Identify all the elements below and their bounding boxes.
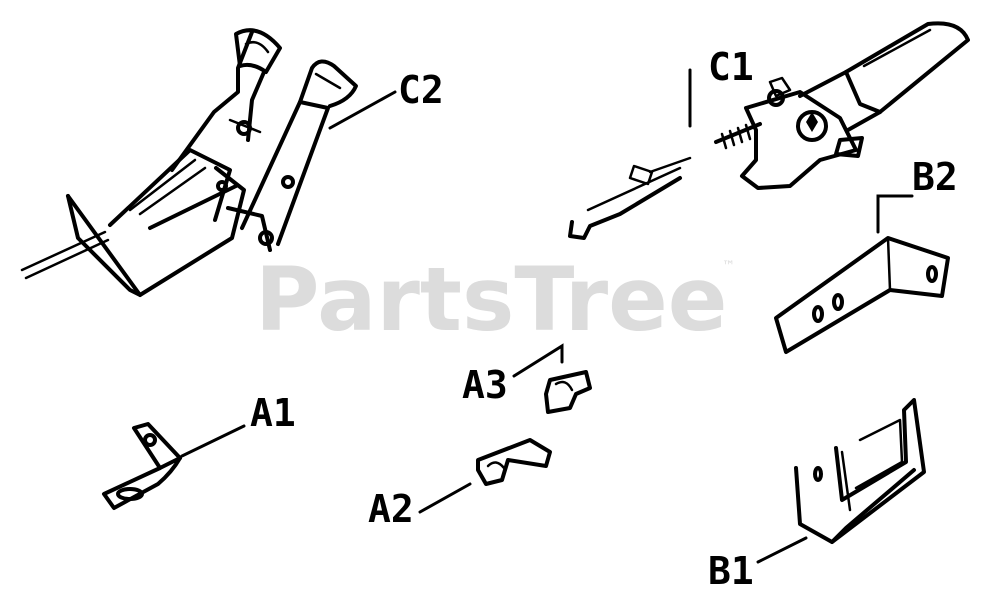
watermark-text: PartsTree	[255, 248, 727, 351]
watermark-trademark: ™	[722, 259, 735, 274]
label-a1: A1	[250, 391, 296, 435]
leader-a2	[418, 482, 472, 514]
part-a3-clip	[544, 370, 592, 414]
part-a1-slotted-bracket	[102, 422, 182, 510]
label-a2: A2	[368, 487, 414, 531]
label-a3: A3	[462, 363, 508, 407]
label-c1: C1	[708, 45, 754, 89]
label-b2: B2	[912, 155, 958, 199]
label-b1: B1	[708, 549, 754, 593]
part-c2-control-assembly	[20, 28, 358, 297]
leader-a1	[180, 424, 246, 458]
part-b1-mounting-bracket	[794, 398, 926, 544]
leader-b1	[756, 536, 808, 564]
part-b2-angle-bracket	[774, 236, 950, 354]
leader-c2	[328, 90, 397, 130]
part-a2-u-clip	[476, 438, 552, 486]
part-c1-throttle-assembly	[568, 21, 970, 240]
label-c2: C2	[398, 68, 444, 112]
leader-b2	[876, 194, 914, 234]
leader-a3	[512, 343, 564, 378]
